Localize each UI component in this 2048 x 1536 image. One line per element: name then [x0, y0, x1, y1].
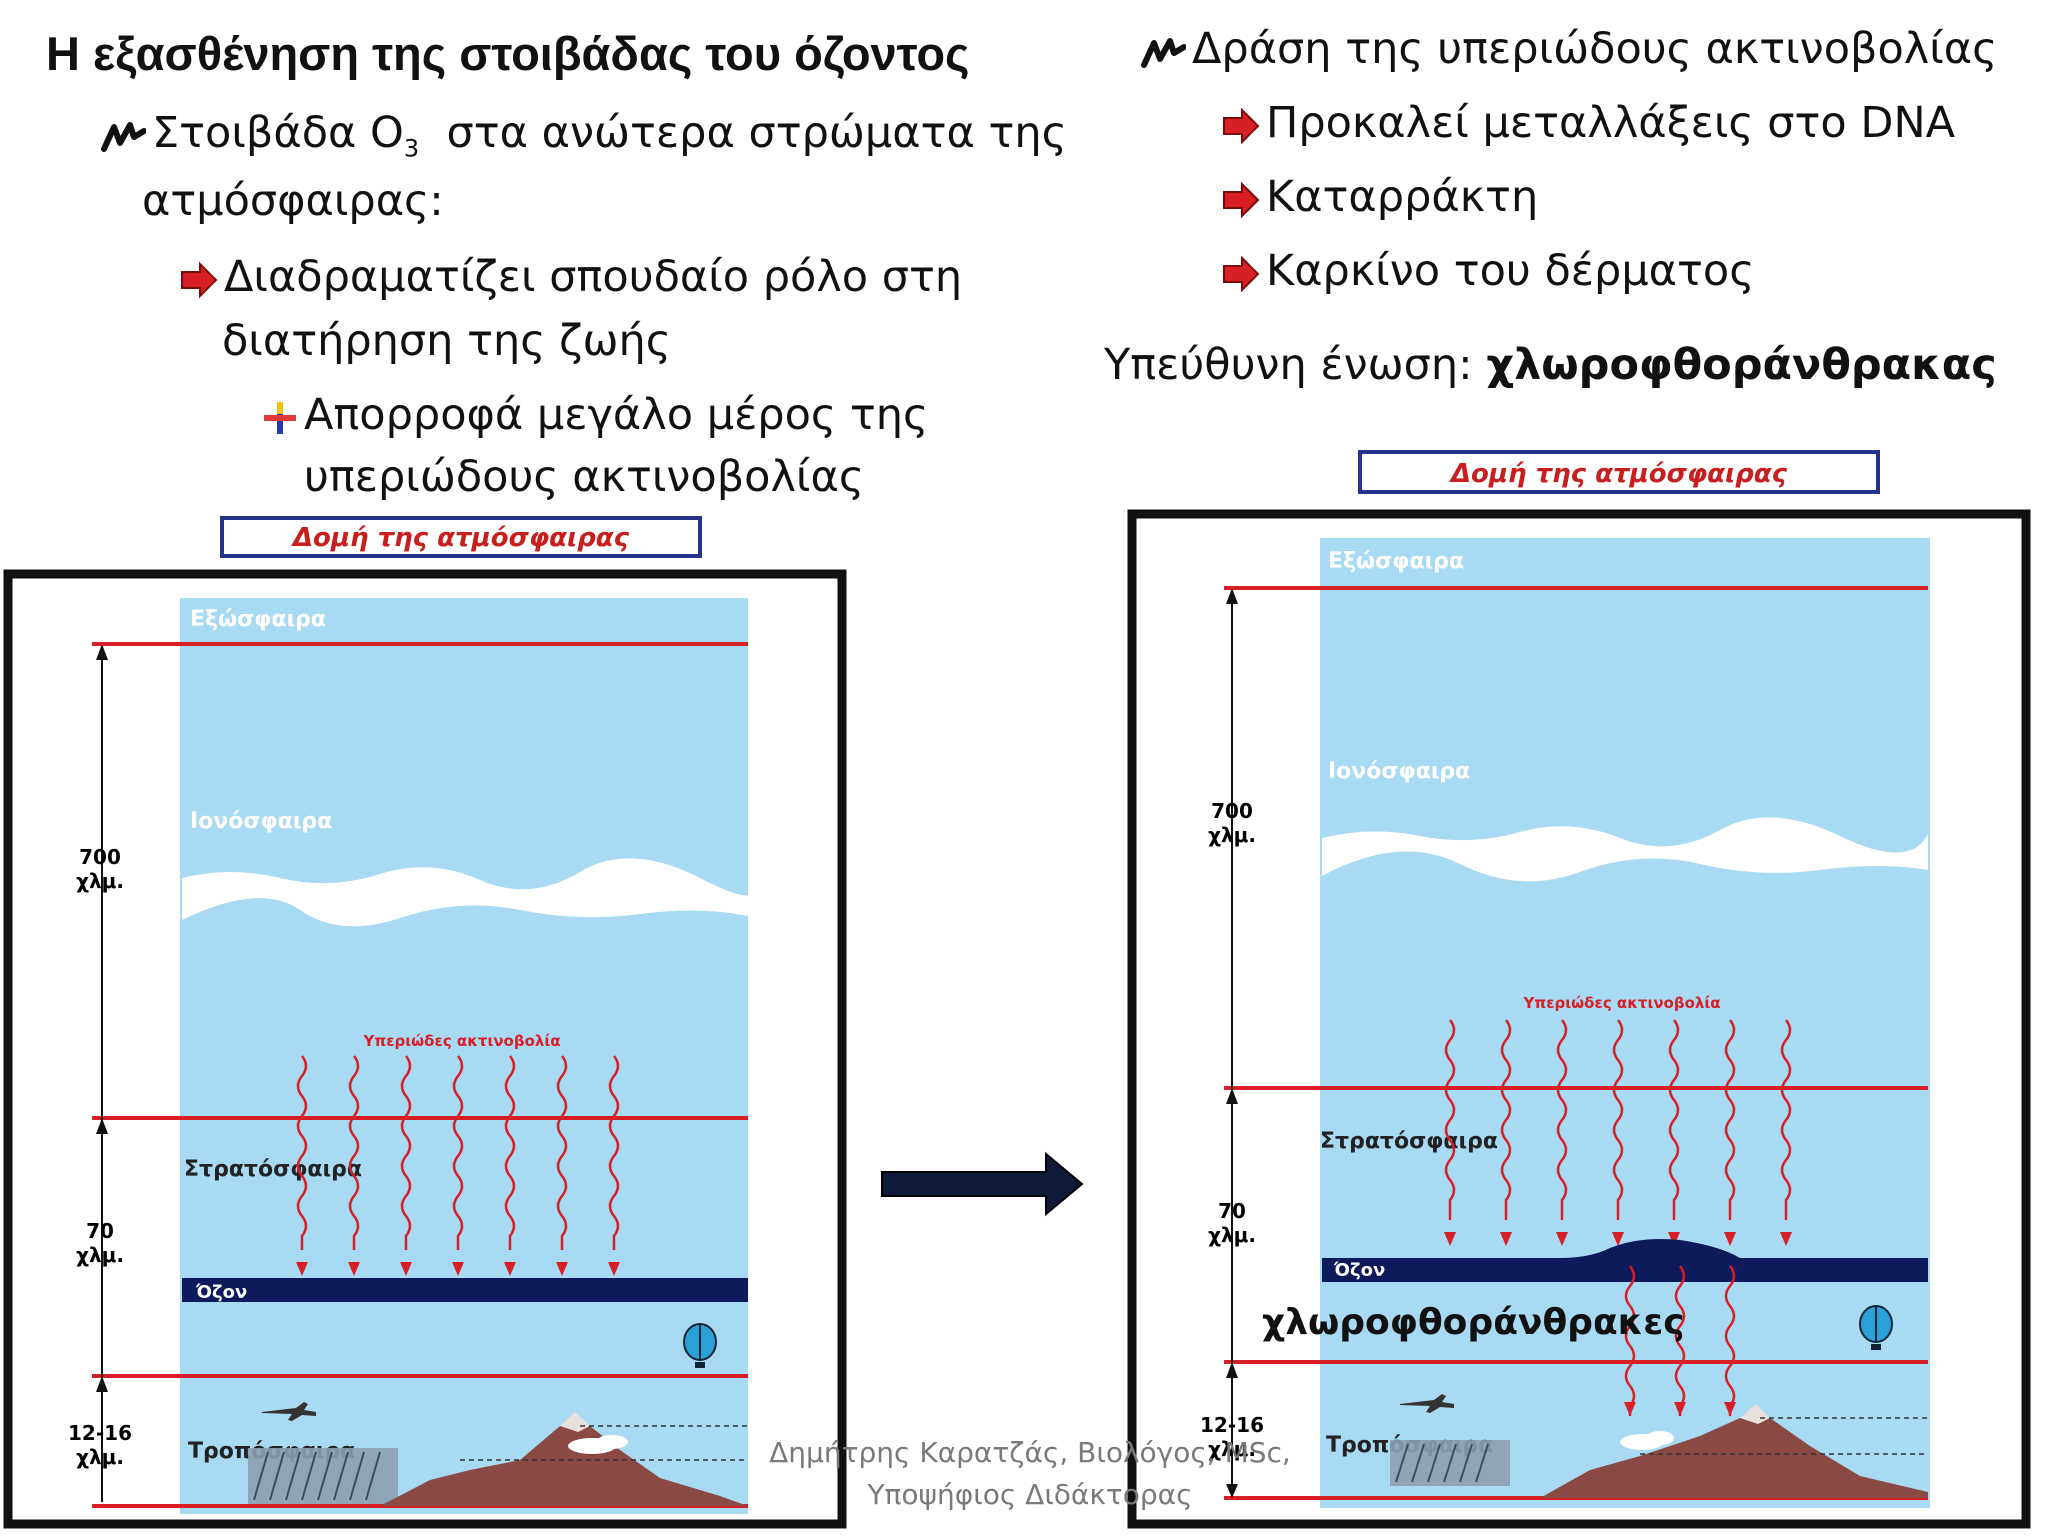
scribble-bullet-icon [101, 121, 146, 152]
distance-unit: χλμ. [1208, 823, 1256, 847]
diagram-title: Δομή της ατμόσφαιρας [291, 523, 630, 553]
author-watermark: Δημήτρης Καρατζάς, Βιολόγος, MSc, Υποψήφ… [769, 1436, 1291, 1511]
label-ionosphere: Ιονόσφαιρα [1328, 759, 1470, 784]
distance-700: 700 [1211, 799, 1253, 823]
uv-effect-item-2: Καταρράκτη [1222, 172, 1538, 222]
hot-air-balloon-icon [683, 1323, 717, 1368]
mountain [380, 1426, 748, 1506]
cloud-band [1322, 817, 1928, 882]
label-exosphere: Εξώσφαιρα [190, 607, 326, 632]
uv-effect-item-1: Προκαλεί μεταλλάξεις στο DNA [1222, 98, 1955, 148]
bullet-important-role: Διαδραματίζει σπουδαίο ρόλο στη [180, 252, 962, 302]
responsible-compound: Υπεύθυνη ένωση: χλωροφθοράνθρακας [1104, 340, 1997, 390]
label-cfc: χλωροφθοράνθρακες [1262, 1302, 1685, 1343]
mountain [1540, 1418, 1928, 1498]
scribble-bullet-icon [1141, 37, 1186, 68]
label-ozone: Όζον [1333, 1260, 1385, 1281]
distance-unit: χλμ. [1208, 1437, 1256, 1461]
diagram-title-box [1358, 450, 1880, 494]
distance-unit: χλμ. [76, 1445, 124, 1469]
cloud-band [182, 858, 754, 927]
bullet-important-role-cont: διατήρηση της ζωής [222, 316, 672, 366]
red-arrow-bullet-icon [1223, 255, 1260, 292]
label-ionosphere: Ιονόσφαιρα [190, 809, 332, 834]
diagram-title-box [220, 516, 702, 558]
plane-icon [262, 1402, 316, 1421]
atmosphere-diagram-normal: Δομή της ατμόσφαιρας Εξώσφαιρα Ιονόσφαιρ… [3, 516, 847, 1529]
small-cloud [1620, 1431, 1674, 1450]
label-exosphere: Εξώσφαιρα [1328, 549, 1464, 574]
distance-12-16: 12-16 [1200, 1413, 1264, 1437]
diagram-title: Δομή της ατμόσφαιρας [1449, 459, 1788, 489]
distance-70: 70 [86, 1219, 114, 1243]
plane-icon [1400, 1394, 1454, 1413]
label-stratosphere: Στρατόσφαιρα [184, 1157, 362, 1182]
red-arrow-bullet-icon [181, 261, 218, 298]
slide-title: Η εξασθένηση της στοιβάδας του όζοντος [46, 27, 970, 80]
label-stratosphere: Στρατόσφαιρα [1320, 1129, 1498, 1154]
uv-rays [1444, 1019, 1792, 1220]
sky-background [180, 598, 748, 1514]
bullet-ozone-layer-cont: ατμόσφαιρας: [142, 176, 444, 226]
bullet-absorbs-uv-cont: υπεριώδους ακτινοβολίας [304, 452, 865, 502]
small-cloud [568, 1435, 628, 1454]
rain-cloud [248, 1448, 398, 1504]
uv-rays [296, 1055, 620, 1250]
distance-12-16: 12-16 [68, 1421, 132, 1445]
ozone-layer [182, 1278, 748, 1302]
transition-arrow-icon [881, 1151, 1084, 1217]
distance-700: 700 [79, 845, 121, 869]
distance-unit: χλμ. [1208, 1223, 1256, 1247]
ozone-layer-thinned [1322, 1239, 1928, 1282]
red-arrow-bullet-icon [1223, 107, 1260, 144]
red-arrow-bullet-icon [1223, 181, 1260, 218]
label-uv-radiation: Υπεριώδες ακτινοβολία [1522, 994, 1720, 1012]
uv-action-heading: Δράση της υπεριώδους ακτινοβολίας [1140, 24, 1997, 74]
plus-cross-bullet-icon [264, 401, 296, 434]
hot-air-balloon-icon [1859, 1305, 1893, 1350]
label-ozone: Όζον [195, 1282, 247, 1303]
uv-effect-item-3: Καρκίνο του δέρματος [1222, 246, 1754, 296]
label-uv-radiation: Υπεριώδες ακτινοβολία [362, 1032, 560, 1050]
uv-rays-penetrating [1624, 1265, 1736, 1416]
rain-cloud [1390, 1440, 1510, 1486]
distance-unit: χλμ. [76, 1243, 124, 1267]
atmosphere-diagram-depleted: Δομή της ατμόσφαιρας Εξώσφαιρα Ιονόσφαιρ… [1127, 450, 2031, 1529]
bullet-absorbs-uv: Απορροφά μεγάλο μέρος της [262, 390, 928, 440]
distance-unit: χλμ. [76, 869, 124, 893]
sky-background [1320, 538, 1930, 1508]
bullet-ozone-layer: Στοιβάδα O3 στα ανώτερα στρώματα της [100, 108, 1067, 163]
distance-70: 70 [1218, 1199, 1246, 1223]
